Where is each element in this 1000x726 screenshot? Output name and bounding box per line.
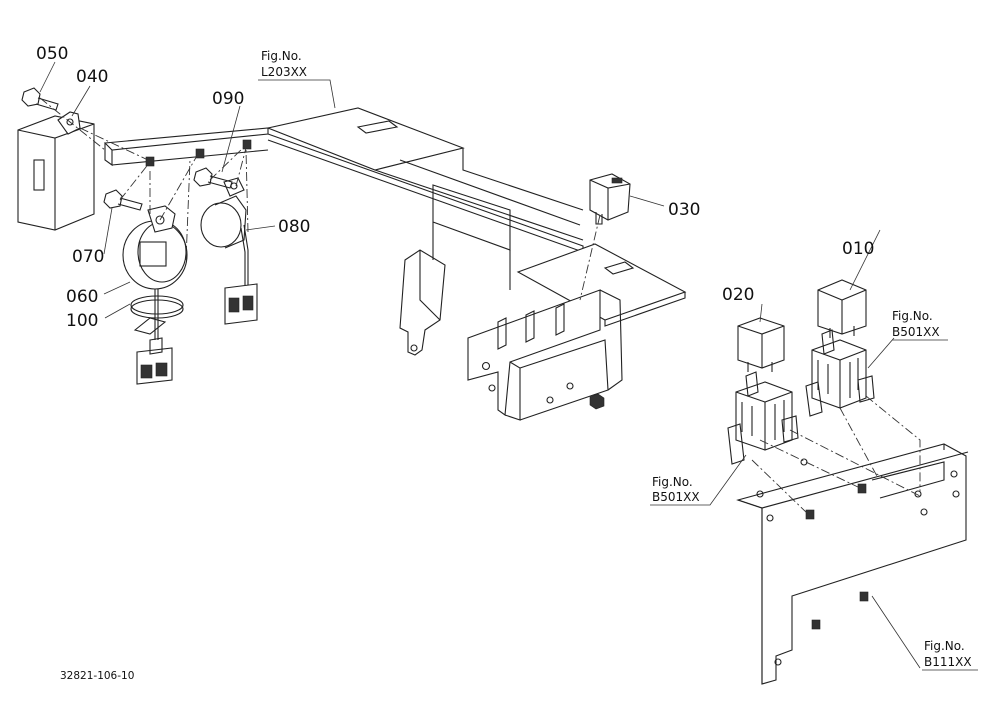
part-020-relay: [737, 317, 785, 372]
fig-ref-b501-left: Fig.No. B501XX: [652, 475, 700, 504]
bolt-070: [103, 189, 143, 211]
drawing-code: 32821-106-10: [60, 670, 134, 682]
label-030: 030: [668, 200, 700, 220]
leader-lines: [39, 61, 978, 671]
label-050: 050: [36, 44, 68, 64]
main-frame-bracket: [103, 107, 687, 421]
fig-ref-code: B111XX: [924, 655, 972, 669]
part-080-sensor: [200, 177, 258, 325]
fig-ref-l203: Fig.No. L203XX: [261, 49, 307, 79]
label-040: 040: [76, 67, 108, 87]
bolt-090: [193, 167, 233, 189]
relay-socket-left: [727, 371, 799, 465]
part-010-relay: [817, 279, 867, 338]
label-010: 010: [842, 239, 874, 259]
label-080: 080: [278, 217, 310, 237]
part-060-buzzer: [122, 205, 188, 385]
label-090: 090: [212, 89, 244, 109]
label-100: 100: [66, 311, 98, 331]
fig-ref-b111: Fig.No. B111XX: [924, 639, 972, 669]
fig-ref-prefix: Fig.No.: [924, 639, 965, 653]
fig-ref-prefix: Fig.No.: [652, 475, 693, 489]
fig-ref-code: L203XX: [261, 65, 307, 79]
label-070: 070: [72, 247, 104, 267]
fig-ref-code: B501XX: [892, 325, 940, 339]
mounting-plate: [736, 443, 969, 685]
part-labels: 050 040 090 030 010 020 070 080 060 100: [36, 44, 874, 331]
part-030-relay: [589, 173, 631, 225]
fig-ref-prefix: Fig.No.: [892, 309, 933, 323]
fig-ref-prefix: Fig.No.: [261, 49, 302, 63]
relay-socket-right: [805, 329, 875, 417]
band-100: [130, 295, 184, 335]
label-020: 020: [722, 285, 754, 305]
label-060: 060: [66, 287, 98, 307]
fig-ref-code: B501XX: [652, 490, 700, 504]
bolt-050: [21, 87, 59, 111]
fig-ref-b501-right: Fig.No. B501XX: [892, 309, 940, 339]
part-040-box: [17, 111, 95, 231]
assembly-lines: [39, 97, 921, 515]
